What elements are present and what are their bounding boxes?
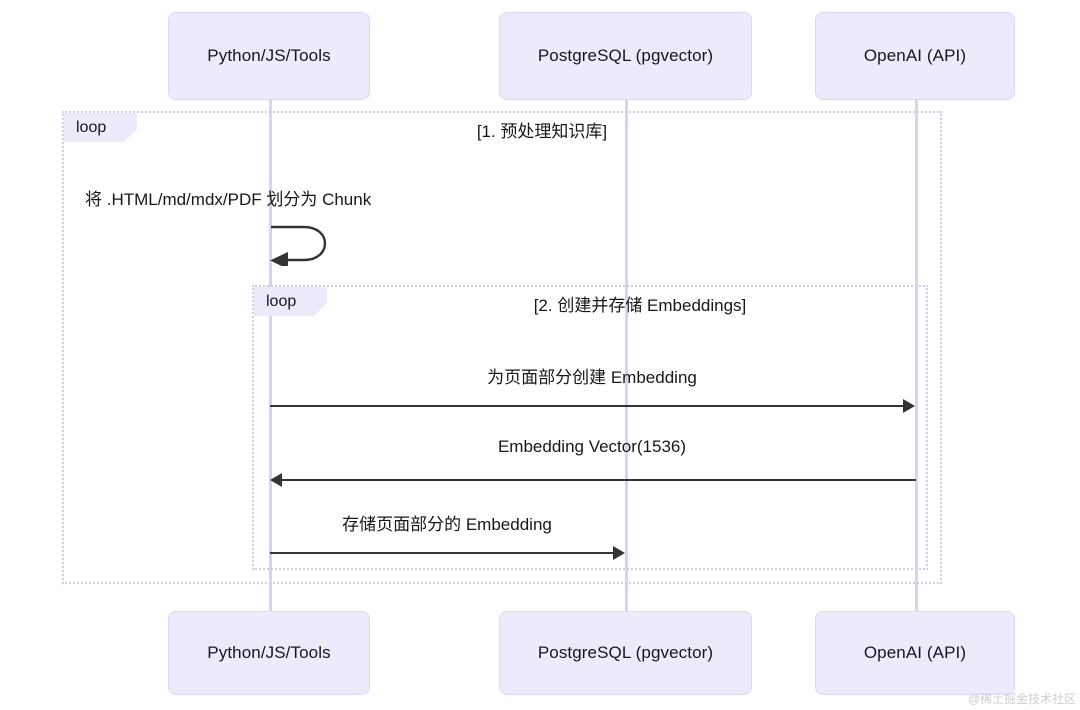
lifeline-openai	[915, 98, 918, 612]
fragment-outer-loop-tag: loop	[64, 113, 137, 142]
message-label-create-embedding: 为页面部分创建 Embedding	[487, 368, 697, 387]
message-line-create-embedding	[270, 405, 905, 407]
fragment-outer-loop-title: [1. 预处理知识库]	[476, 122, 608, 141]
actor-label-tools-bottom: Python/JS/Tools	[207, 643, 331, 662]
message-label-chunking: 将 .HTML/md/mdx/PDF 划分为 Chunk	[85, 190, 372, 209]
self-loop-arrow-chunking	[270, 225, 327, 266]
message-line-embedding-vector	[282, 479, 916, 481]
message-label-store-embedding: 存储页面部分的 Embedding	[342, 515, 552, 534]
fragment-inner-loop	[252, 285, 928, 570]
lifeline-tools	[269, 98, 272, 612]
actor-box-bottom-postgres[interactable]: PostgreSQL (pgvector)	[499, 611, 752, 695]
fragment-inner-loop-title: [2. 创建并存储 Embeddings]	[533, 296, 747, 315]
actor-label-openai-bottom: OpenAI (API)	[863, 643, 967, 662]
actor-label-postgres: PostgreSQL (pgvector)	[537, 46, 714, 65]
watermark: @稀土掘金技术社区	[968, 692, 1077, 706]
actor-box-top-postgres[interactable]: PostgreSQL (pgvector)	[499, 12, 752, 100]
fragment-outer-loop	[62, 111, 942, 584]
arrow-head-left-embedding-vector	[270, 473, 282, 487]
arrow-head-right-store-embedding	[613, 546, 625, 560]
actor-label-openai: OpenAI (API)	[863, 46, 967, 65]
actor-label-postgres-bottom: PostgreSQL (pgvector)	[537, 643, 714, 662]
message-label-embedding-vector: Embedding Vector(1536)	[497, 437, 687, 456]
message-line-store-embedding	[270, 552, 615, 554]
actor-box-bottom-tools[interactable]: Python/JS/Tools	[168, 611, 370, 695]
actor-label-tools: Python/JS/Tools	[207, 46, 331, 65]
actor-box-bottom-openai[interactable]: OpenAI (API)	[815, 611, 1015, 695]
fragment-inner-loop-tag: loop	[254, 287, 327, 316]
actor-box-top-tools[interactable]: Python/JS/Tools	[168, 12, 370, 100]
arrow-head-right-create-embedding	[903, 399, 915, 413]
lifeline-postgres	[625, 98, 628, 612]
actor-box-top-openai[interactable]: OpenAI (API)	[815, 12, 1015, 100]
